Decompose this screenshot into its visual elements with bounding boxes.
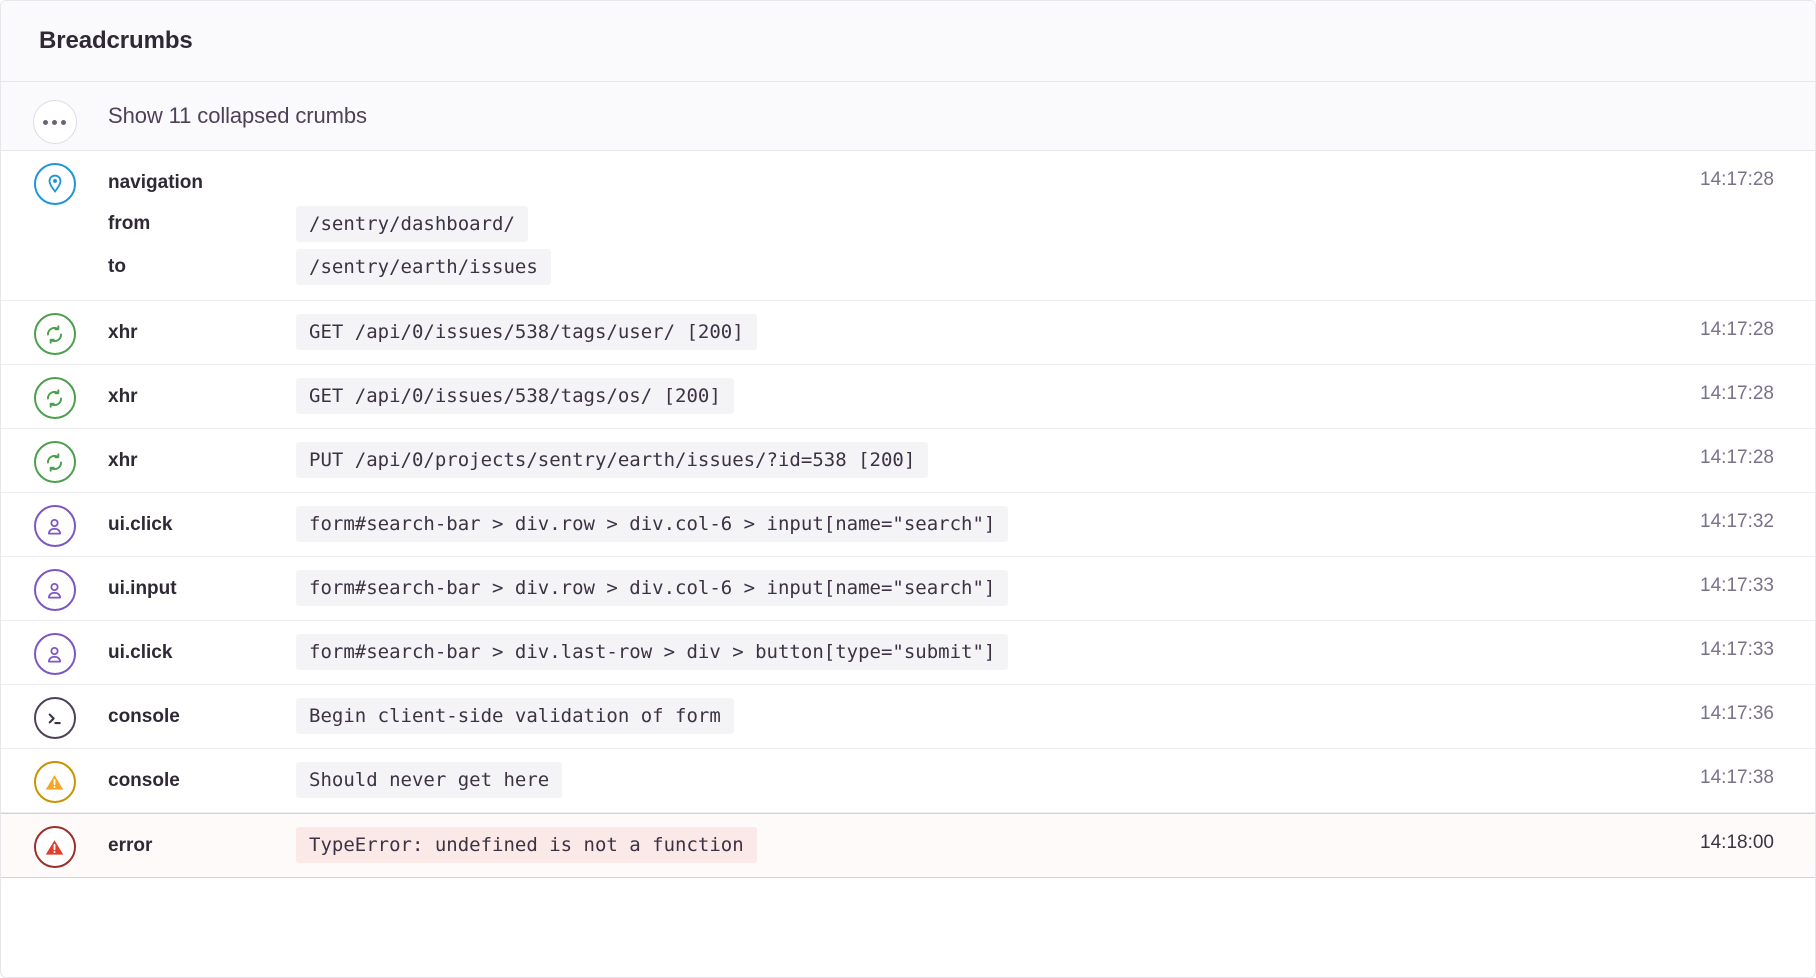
user-icon xyxy=(33,505,76,547)
crumb-type-label: navigation xyxy=(108,171,204,193)
user-icon xyxy=(33,633,76,675)
crumb-timestamp: 14:17:28 xyxy=(1700,319,1774,340)
crumb-body: ui.input form#search-bar > div.row > div… xyxy=(108,557,1515,620)
crumb-type-label: xhr xyxy=(108,321,138,343)
crumb-row-xhr[interactable]: xhr PUT /api/0/projects/sentry/earth/iss… xyxy=(1,429,1815,493)
crumb-main-line: navigation xyxy=(108,162,1515,202)
crumb-row-ui-click[interactable]: ui.click form#search-bar > div.last-row … xyxy=(1,621,1815,685)
crumb-icon-column xyxy=(1,301,108,355)
panel-header: Breadcrumbs xyxy=(1,1,1815,82)
crumb-timestamp: 14:17:28 xyxy=(1700,169,1774,190)
crumb-detail-value: /sentry/earth/issues xyxy=(296,248,551,285)
crumb-message: form#search-bar > div.last-row > div > b… xyxy=(296,634,1009,670)
crumb-row-navigation[interactable]: navigation from /sentry/dashboard/ to /s… xyxy=(1,151,1815,301)
crumb-body: error TypeError: undefined is not a func… xyxy=(108,814,1515,877)
crumb-main-line: ui.click form#search-bar > div.last-row … xyxy=(108,632,1515,672)
crumb-main-line: ui.click form#search-bar > div.row > div… xyxy=(108,504,1515,544)
crumb-timestamp: 14:17:33 xyxy=(1700,639,1774,660)
crumb-row-error[interactable]: error TypeError: undefined is not a func… xyxy=(1,813,1815,878)
crumb-timestamp: 14:17:28 xyxy=(1700,383,1774,404)
crumb-detail-to: to /sentry/earth/issues xyxy=(108,245,1515,288)
terminal-icon xyxy=(33,697,76,739)
crumb-timestamp: 14:17:36 xyxy=(1700,703,1774,724)
crumb-icon-column xyxy=(1,621,108,675)
crumb-timestamp: 14:17:33 xyxy=(1700,575,1774,596)
crumb-message: TypeError: undefined is not a function xyxy=(296,827,757,863)
crumb-icon-column xyxy=(1,814,108,868)
refresh-sync-icon xyxy=(33,377,76,419)
crumb-detail-value: /sentry/dashboard/ xyxy=(296,205,528,242)
crumb-icon-column xyxy=(1,749,108,803)
crumb-icon-column xyxy=(1,493,108,547)
show-collapsed-crumbs-button[interactable]: Show 11 collapsed crumbs xyxy=(1,82,1815,151)
crumb-body: console Begin client-side validation of … xyxy=(108,685,1515,748)
crumb-detail-key: to xyxy=(108,255,126,277)
crumb-body: xhr PUT /api/0/projects/sentry/earth/iss… xyxy=(108,429,1515,492)
crumb-list: navigation from /sentry/dashboard/ to /s… xyxy=(1,151,1815,878)
crumb-timestamp: 14:18:00 xyxy=(1700,832,1774,853)
page-title: Breadcrumbs xyxy=(39,27,193,54)
crumb-row-console-warning[interactable]: console Should never get here 14:17:38 xyxy=(1,749,1815,813)
crumb-message: form#search-bar > div.row > div.col-6 > … xyxy=(296,570,1009,606)
location-pin-icon xyxy=(33,163,76,205)
crumb-body: xhr GET /api/0/issues/538/tags/user/ [20… xyxy=(108,301,1515,364)
user-icon xyxy=(33,569,76,611)
crumb-type-label: console xyxy=(108,705,180,727)
crumb-message: GET /api/0/issues/538/tags/os/ [200] xyxy=(296,378,734,414)
crumb-icon-column xyxy=(1,151,108,205)
crumb-message: Begin client-side validation of form xyxy=(296,698,734,734)
crumb-icon-column xyxy=(1,365,108,419)
crumb-message: PUT /api/0/projects/sentry/earth/issues/… xyxy=(296,442,929,478)
crumb-type-label: ui.click xyxy=(108,513,173,535)
crumb-main-line: xhr GET /api/0/issues/538/tags/user/ [20… xyxy=(108,312,1515,352)
crumb-message: form#search-bar > div.row > div.col-6 > … xyxy=(296,506,1009,542)
crumb-timestamp: 14:17:38 xyxy=(1700,767,1774,788)
crumb-message: GET /api/0/issues/538/tags/user/ [200] xyxy=(296,314,757,350)
crumb-type-label: xhr xyxy=(108,449,138,471)
crumb-type-label: ui.click xyxy=(108,641,173,663)
crumb-row-xhr[interactable]: xhr GET /api/0/issues/538/tags/user/ [20… xyxy=(1,301,1815,365)
crumb-type-label: error xyxy=(108,834,153,856)
crumb-body: ui.click form#search-bar > div.last-row … xyxy=(108,621,1515,684)
refresh-sync-icon xyxy=(33,313,76,355)
crumb-main-line: console Should never get here xyxy=(108,760,1515,800)
warning-triangle-icon xyxy=(33,761,76,803)
crumb-main-line: xhr PUT /api/0/projects/sentry/earth/iss… xyxy=(108,440,1515,480)
crumb-row-xhr[interactable]: xhr GET /api/0/issues/538/tags/os/ [200]… xyxy=(1,365,1815,429)
crumb-timestamp: 14:17:28 xyxy=(1700,447,1774,468)
crumb-type-label: ui.input xyxy=(108,577,177,599)
error-triangle-icon xyxy=(33,826,76,868)
crumb-row-ui-input[interactable]: ui.input form#search-bar > div.row > div… xyxy=(1,557,1815,621)
crumb-row-ui-click[interactable]: ui.click form#search-bar > div.row > div… xyxy=(1,493,1815,557)
crumb-icon-column xyxy=(1,685,108,739)
crumb-row-console[interactable]: console Begin client-side validation of … xyxy=(1,685,1815,749)
crumb-body: ui.click form#search-bar > div.row > div… xyxy=(108,493,1515,556)
ellipsis-icon xyxy=(32,100,77,144)
crumb-type-label: xhr xyxy=(108,385,138,407)
crumb-body: navigation from /sentry/dashboard/ to /s… xyxy=(108,151,1515,300)
crumb-body: xhr GET /api/0/issues/538/tags/os/ [200] xyxy=(108,365,1515,428)
ellipsis-icon-wrapper xyxy=(1,88,108,144)
refresh-sync-icon xyxy=(33,441,76,483)
crumb-timestamp: 14:17:32 xyxy=(1700,511,1774,532)
crumb-detail-key: from xyxy=(108,212,151,234)
show-collapsed-crumbs-label: Show 11 collapsed crumbs xyxy=(108,103,367,128)
crumb-icon-column xyxy=(1,429,108,483)
crumb-main-line: xhr GET /api/0/issues/538/tags/os/ [200] xyxy=(108,376,1515,416)
crumb-message: Should never get here xyxy=(296,762,563,798)
crumb-main-line: console Begin client-side validation of … xyxy=(108,696,1515,736)
crumb-icon-column xyxy=(1,557,108,611)
crumb-type-label: console xyxy=(108,769,180,791)
crumb-detail-from: from /sentry/dashboard/ xyxy=(108,202,1515,245)
crumb-main-line: ui.input form#search-bar > div.row > div… xyxy=(108,568,1515,608)
crumb-body: console Should never get here xyxy=(108,749,1515,812)
crumb-main-line: error TypeError: undefined is not a func… xyxy=(108,825,1515,865)
